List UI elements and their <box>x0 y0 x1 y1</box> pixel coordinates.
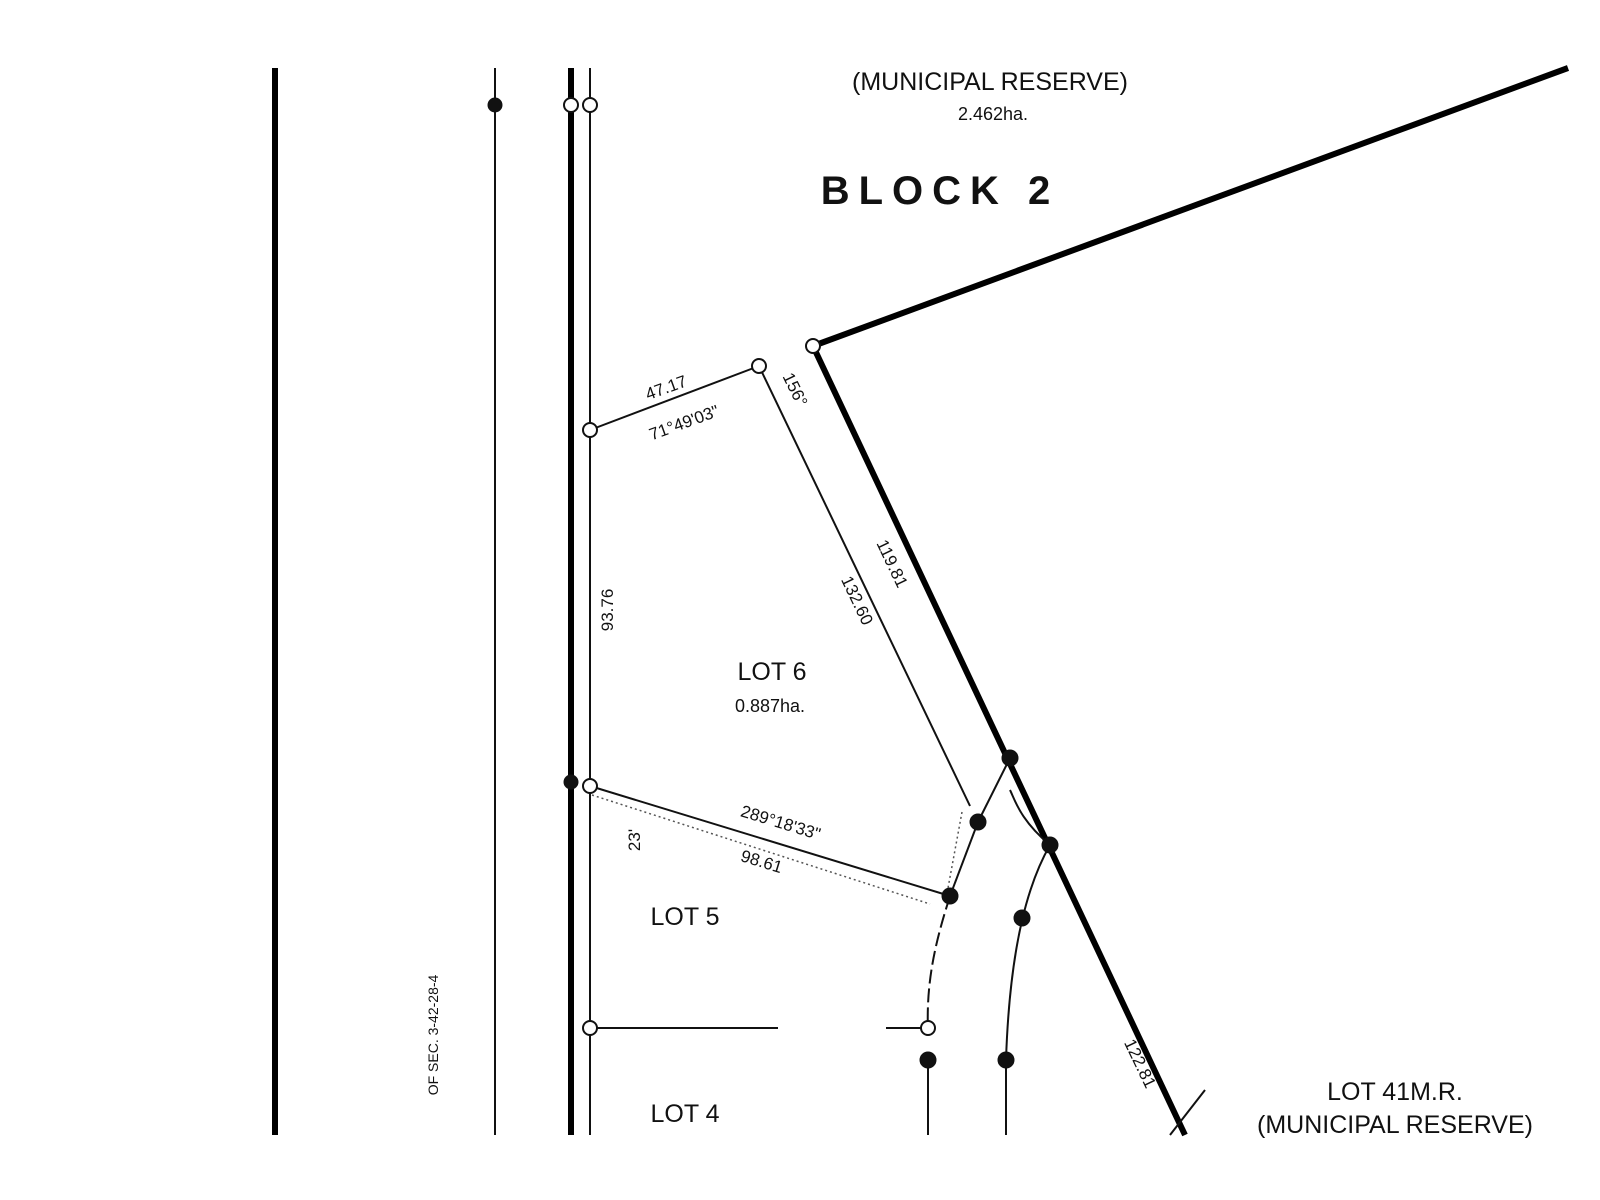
survey-pin-open <box>563 97 579 113</box>
survey-pin-solid <box>997 1051 1015 1069</box>
block2-north-boundary <box>811 65 1570 349</box>
corner-angle-label: 156° <box>779 370 811 410</box>
survey-pin-solid <box>1001 749 1019 767</box>
lot41-desc-label: (MUNICIPAL RESERVE) <box>1257 1111 1533 1139</box>
survey-pin-open <box>582 1020 598 1036</box>
reserve-top-label: (MUNICIPAL RESERVE) <box>852 68 1128 96</box>
block-label: BLOCK 2 <box>821 169 1060 213</box>
outer-curve-top <box>1009 789 1051 846</box>
survey-pin-solid <box>1041 836 1059 854</box>
lot4-label: LOT 4 <box>650 1100 719 1128</box>
lot6-south-offset <box>591 794 931 905</box>
survey-pin-open <box>920 1020 936 1036</box>
lot5-label: LOT 5 <box>650 903 719 931</box>
lot6-south-boundary <box>589 785 951 897</box>
lot6-east-boundary <box>758 365 971 807</box>
small-dim-label: 23' <box>625 829 644 851</box>
survey-pin-open <box>582 778 598 794</box>
south-distance-label: 98.61 <box>738 846 784 877</box>
lot6-east-offset <box>947 811 963 889</box>
survey-pin-open <box>751 358 767 374</box>
survey-pin-open <box>582 422 598 438</box>
left-distance-label: 93.76 <box>598 589 617 632</box>
boundary-tick <box>1169 1089 1206 1136</box>
top-bearing-label: 71°49'03" <box>647 401 722 444</box>
access-line-a <box>977 757 1011 823</box>
survey-pin-solid <box>969 813 987 831</box>
access-line-b <box>949 821 979 897</box>
survey-pin-open <box>582 97 598 113</box>
lot41-name-label: LOT 41M.R. <box>1327 1078 1463 1106</box>
top-distance-label: 47.17 <box>643 372 689 404</box>
survey-pin-solid <box>563 774 579 790</box>
survey-pin-solid <box>487 97 503 113</box>
survey-pin-solid <box>941 887 959 905</box>
lot6-label: LOT 6 <box>737 658 806 686</box>
block2-east-boundary <box>810 344 1188 1137</box>
south-bearing-label: 289°18'33" <box>738 802 822 844</box>
lot6-area-label: 0.887ha. <box>735 696 805 716</box>
section-reference-label: OF SEC. 3-42-28-4 <box>425 974 441 1095</box>
survey-pin-solid <box>1013 909 1031 927</box>
outer-curve <box>1005 844 1051 1061</box>
survey-pin-solid <box>919 1051 937 1069</box>
lot6-north-boundary <box>589 365 760 431</box>
reserve-top-area: 2.462ha. <box>958 104 1028 124</box>
inner-curve <box>926 895 951 1031</box>
survey-pin-open <box>805 338 821 354</box>
